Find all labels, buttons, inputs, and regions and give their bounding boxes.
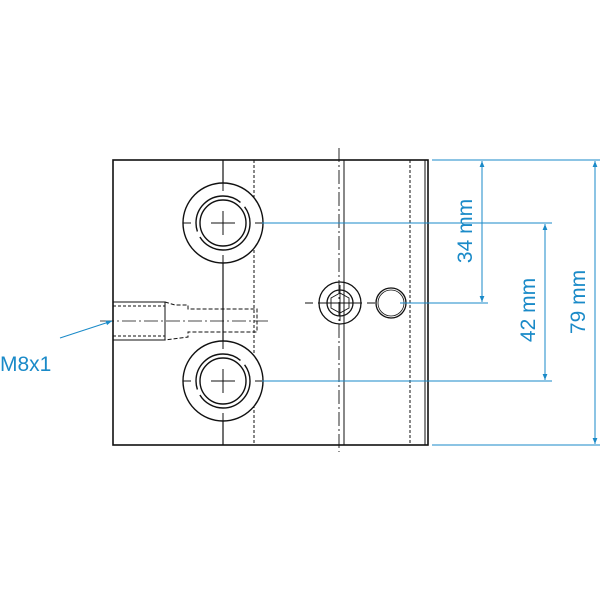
screw-hole xyxy=(305,281,375,325)
thread-label: M8x1 xyxy=(0,353,51,376)
counterbore-bottom xyxy=(182,340,264,422)
dimension-34-label: 34 mm xyxy=(454,199,477,263)
part-body xyxy=(112,148,429,452)
dimension-lines xyxy=(59,159,600,446)
counterbore-top xyxy=(182,182,264,264)
threaded-bore xyxy=(100,301,268,341)
dimension-79-label: 79 mm xyxy=(567,270,590,334)
thread-leader xyxy=(59,320,113,339)
dimension-42-label: 42 mm xyxy=(517,278,540,342)
